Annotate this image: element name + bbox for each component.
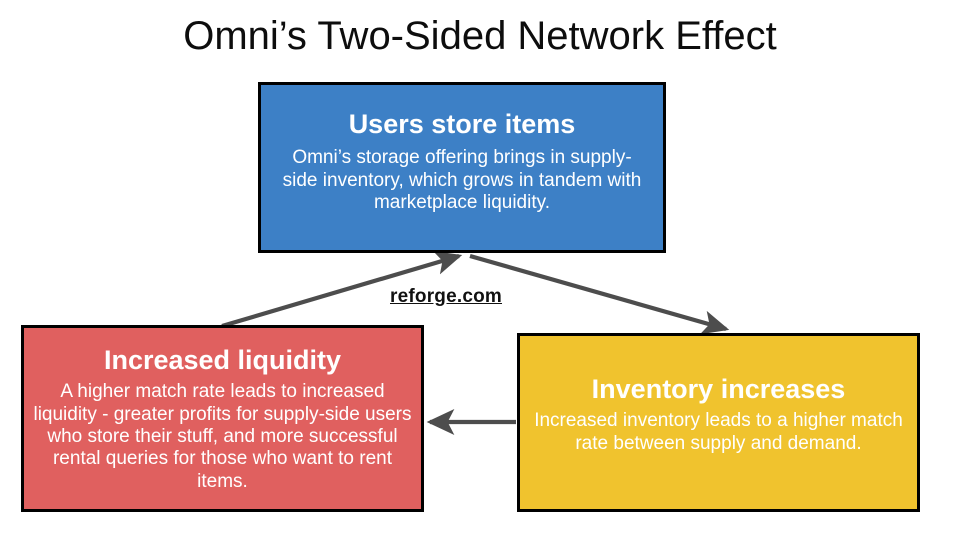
watermark-label: reforge.com [390,286,503,307]
node-inventory-increases-title: Inventory increases [591,374,846,404]
arrow-users-to-inventory [469,253,730,335]
node-users-store-items-title: Users store items [348,109,576,139]
node-inventory-increases[interactable]: Inventory increases Increased inventory … [517,333,920,512]
node-increased-liquidity-body: A higher match rate leads to increased l… [33,381,412,492]
node-users-store-items[interactable]: Users store items Omni’s storage offerin… [258,82,666,253]
node-users-store-items-body: Omni’s storage offering brings in supply… [282,147,642,214]
node-increased-liquidity-title: Increased liquidity [103,345,342,375]
page-title: Omni’s Two-Sided Network Effect [183,14,777,58]
node-inventory-increases-body: Increased inventory leads to a higher ma… [534,410,903,454]
node-increased-liquidity[interactable]: Increased liquidity A higher match rate … [21,325,424,512]
